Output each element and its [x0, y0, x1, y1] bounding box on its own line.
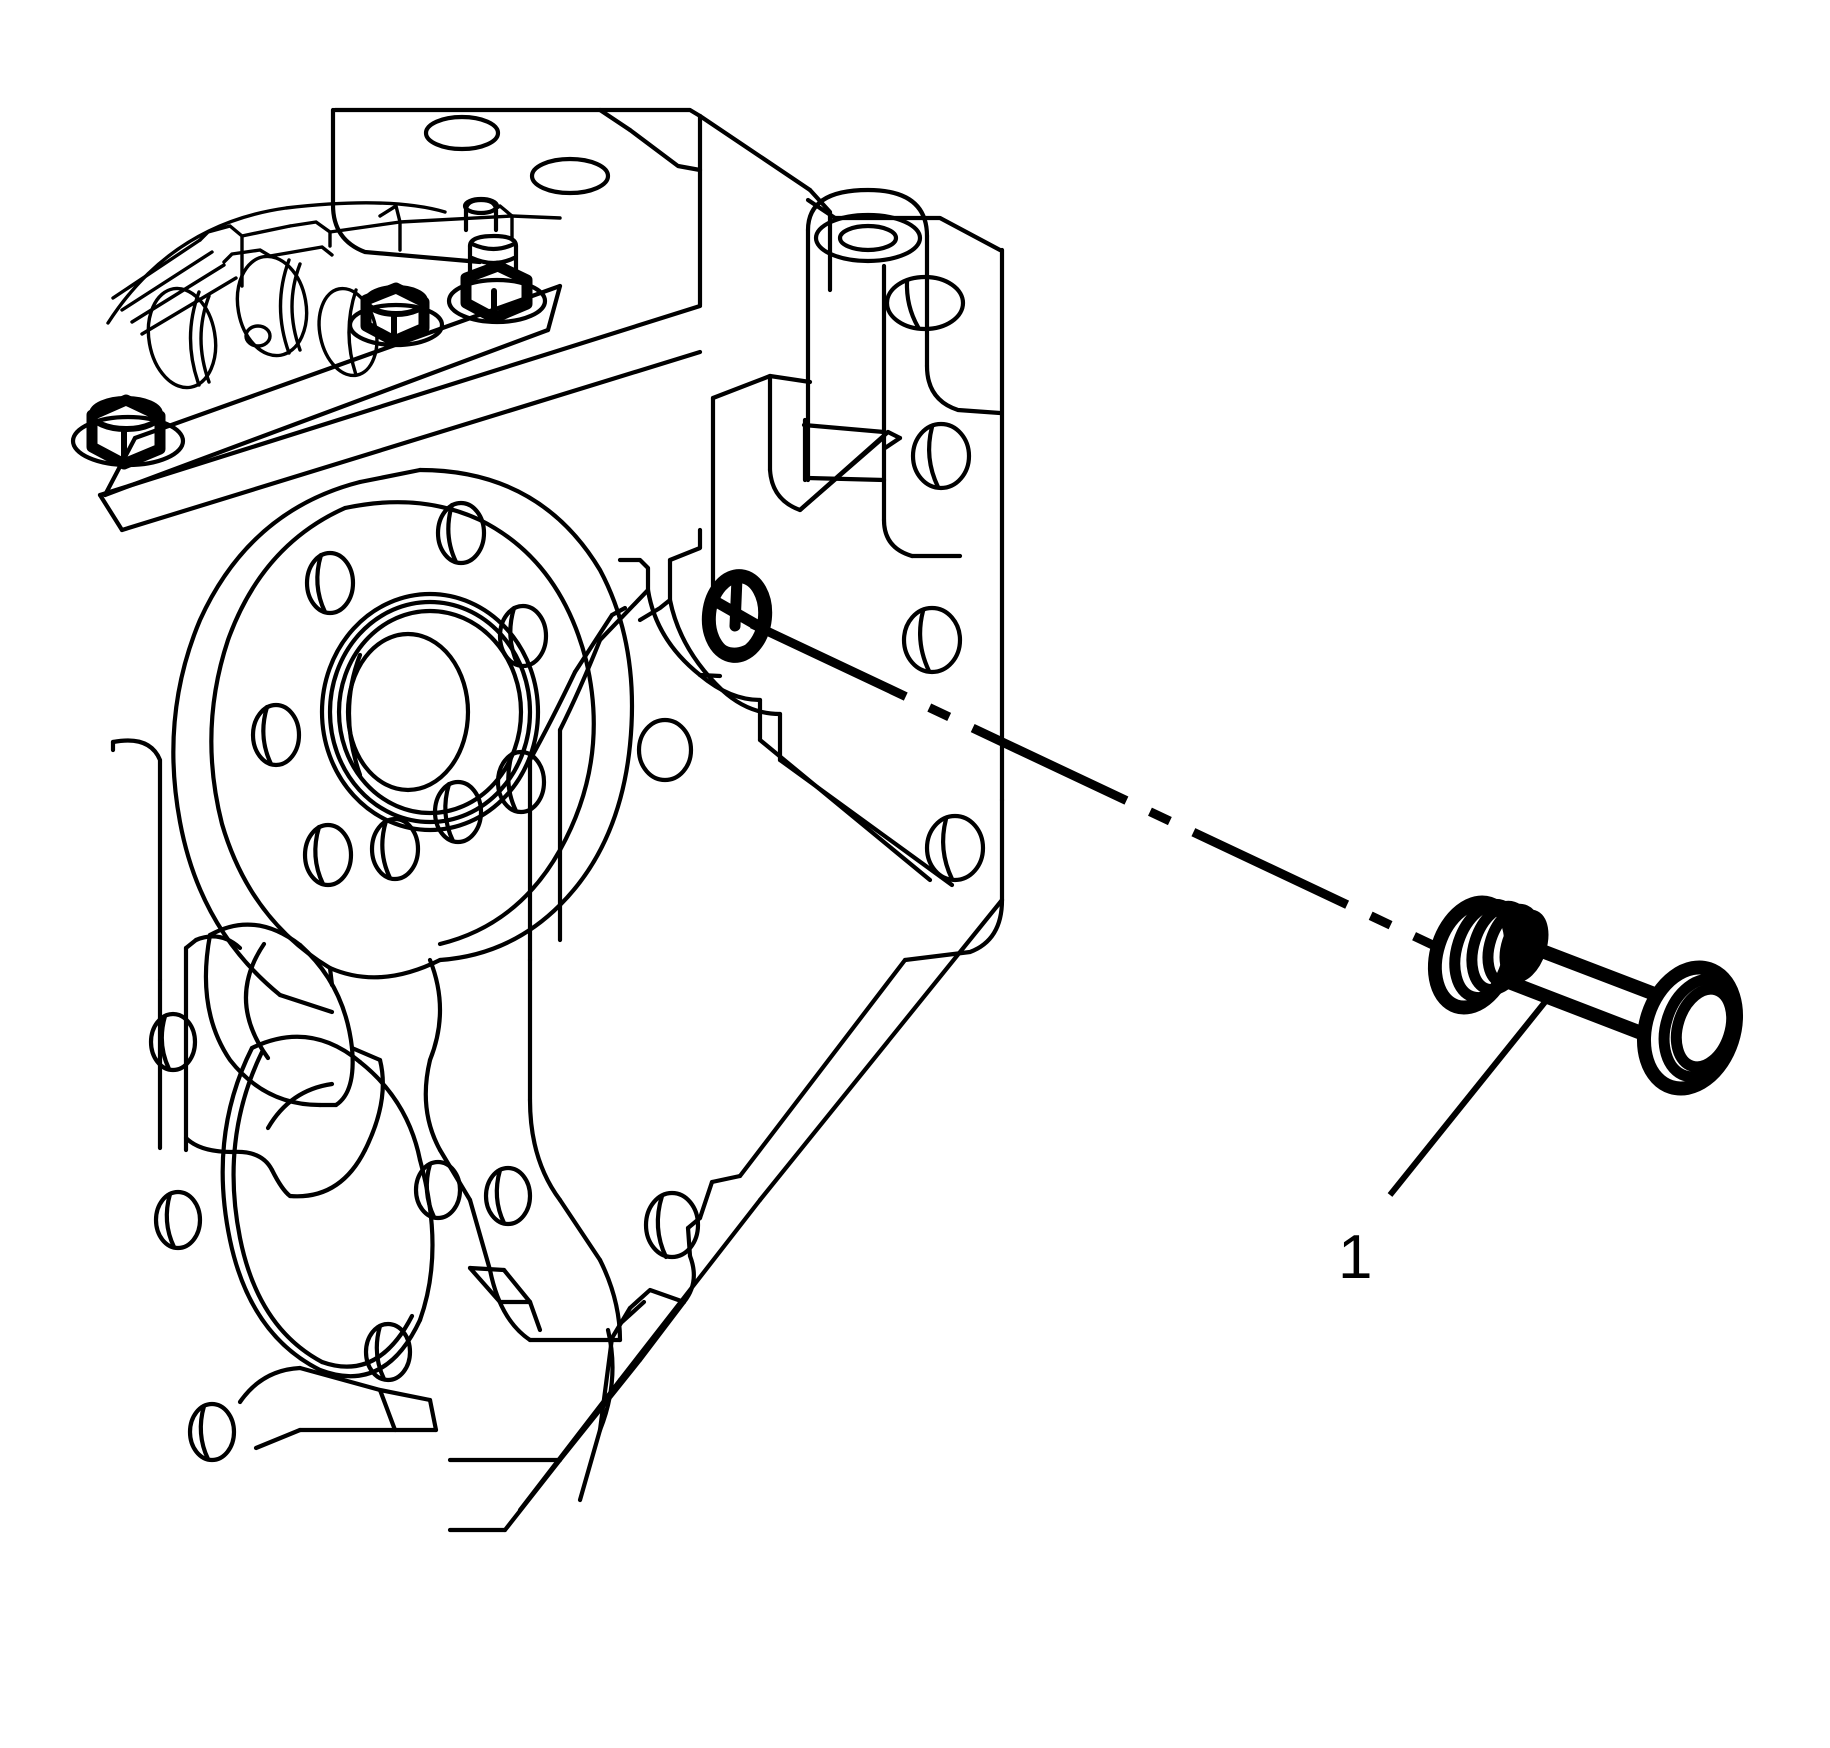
corner-details	[467, 1265, 543, 1333]
block-inner-webs	[710, 373, 963, 623]
rear-main-seal-bore-mid	[327, 599, 533, 825]
callout-1-leader-line	[1387, 1000, 1548, 1197]
skirt-bolt-hole-2	[148, 1011, 198, 1073]
crankshaft-rear-flange	[171, 467, 635, 1015]
callout-1-label: 1	[1338, 1223, 1372, 1292]
flange-bolt-hole-5	[369, 816, 421, 882]
gasket-bolt-hole	[636, 717, 694, 783]
flange-bolt-hole-6	[432, 779, 484, 845]
lower-web-bolt-hole-1	[413, 1159, 463, 1221]
deck-port-1	[423, 114, 501, 152]
lower-right-bolt-hole	[643, 1190, 701, 1260]
upper-left-rib-detail	[106, 201, 562, 336]
block-lower-webs	[187, 957, 623, 1463]
block-lower-skirt	[110, 738, 435, 1379]
plug-ridged-collar	[1427, 895, 1549, 1015]
plug-flanged-head	[1636, 960, 1744, 1096]
installation-axis-centerline	[750, 619, 1458, 961]
valve-bores	[146, 254, 379, 390]
flange-bolt-hole-4	[302, 822, 354, 888]
lower-web-bolt-hole-3	[363, 1321, 413, 1383]
hex-bolt-lower-left	[70, 394, 186, 470]
boss-bolt-hole-outer	[813, 212, 923, 264]
rear-bolt-hole-3	[901, 605, 963, 675]
small-oil-hole	[244, 324, 272, 348]
lower-web-bolt-hole-4	[187, 1401, 237, 1463]
flange-bolt-hole-2	[304, 550, 356, 616]
flange-bolt-hole-1	[435, 500, 487, 566]
block-top-deck	[330, 107, 813, 265]
hex-bolt-upper	[347, 282, 445, 348]
plug-bore	[701, 569, 773, 663]
flange-bolt-hole-7	[497, 603, 549, 669]
rear-main-seal-bore-inner	[336, 608, 524, 816]
lower-web-bolt-hole-2	[483, 1165, 533, 1227]
block-lower-right-flange	[447, 897, 1005, 1533]
rear-face-right-edge	[805, 197, 1005, 963]
plug-part-1	[1427, 895, 1744, 1096]
deck-port-2	[529, 156, 611, 196]
gasket-sealing-band	[527, 527, 955, 963]
ribbed-nipple-fitting	[446, 196, 548, 325]
rear-bolt-hole-4	[924, 813, 986, 883]
flange-bolt-hole-8	[495, 749, 547, 815]
callout-1: 1	[1338, 1000, 1548, 1292]
rear-bolt-hole-1	[884, 274, 966, 332]
engine-block-assembly	[70, 107, 1005, 1533]
boss-bolt-hole-inner	[837, 223, 899, 253]
flange-bolt-hole-3	[250, 702, 302, 768]
rear-bolt-hole-2	[910, 421, 972, 491]
skirt-bolt-hole-1	[153, 1189, 203, 1251]
block-parting-face	[97, 303, 703, 533]
right-boss-tower	[805, 187, 1003, 483]
rear-main-seal-bore-outer	[319, 591, 541, 833]
